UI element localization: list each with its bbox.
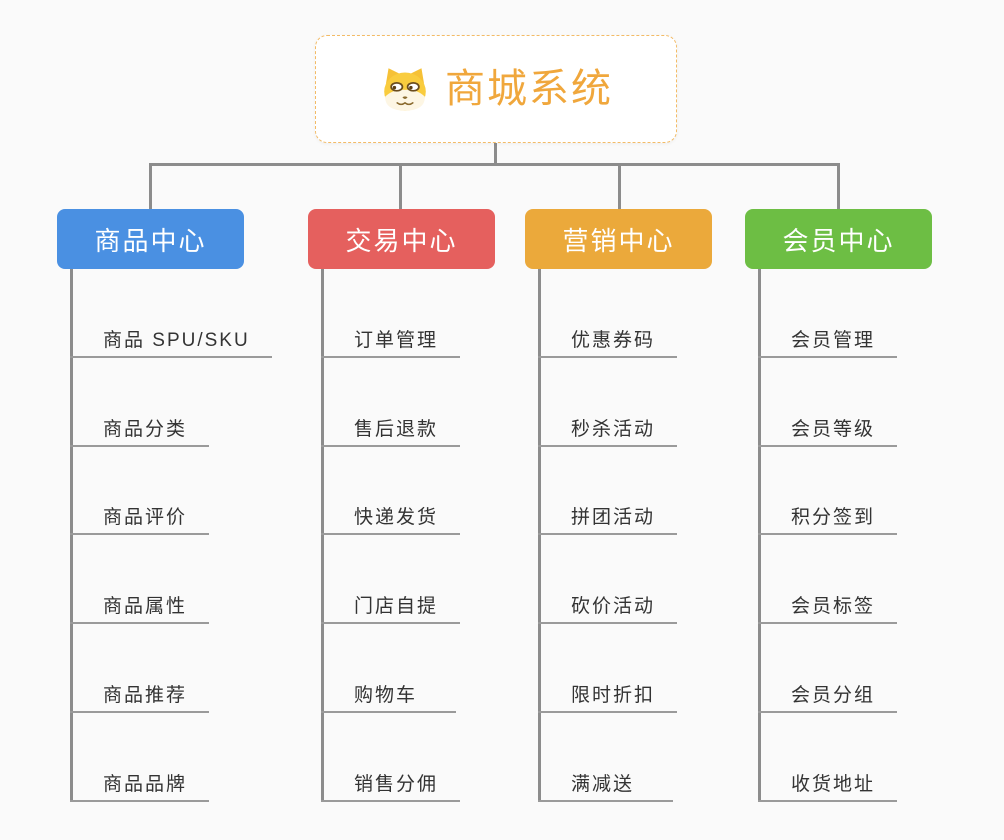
leaf-node-member-tags[interactable]: 会员标签 [758, 588, 898, 624]
leaf-node-goods-spu-sku[interactable]: 商品 SPU/SKU [70, 322, 272, 358]
leaf-node-marketing-group-buy[interactable]: 拼团活动 [538, 499, 678, 535]
leaf-node-marketing-spend-save[interactable]: 满减送 [538, 766, 673, 802]
leaf-node-goods-recommend[interactable]: 商品推荐 [70, 677, 210, 713]
leaf-node-trade-commission[interactable]: 销售分佣 [321, 766, 461, 802]
leaf-node-trade-store-pickup[interactable]: 门店自提 [321, 588, 461, 624]
branch-label: 会员中心 [782, 225, 895, 256]
leaf-node-marketing-flash-sale[interactable]: 秒杀活动 [538, 411, 678, 447]
leaf-node-trade-cart[interactable]: 购物车 [321, 677, 456, 713]
leaf-node-marketing-time-discount[interactable]: 限时折扣 [538, 677, 678, 713]
leaf-node-member-management[interactable]: 会员管理 [758, 322, 898, 358]
connector-horizontal-spine [149, 163, 839, 166]
leaf-node-marketing-bargain[interactable]: 砍价活动 [538, 588, 678, 624]
leaf-node-member-points-checkin[interactable]: 积分签到 [758, 499, 898, 535]
connector-drop-trade [399, 163, 402, 210]
connector-drop-member [837, 163, 840, 210]
leaf-node-goods-brand[interactable]: 商品品牌 [70, 766, 210, 802]
branch-node-marketing-center[interactable]: 营销中心 [525, 209, 712, 269]
connector-root-stem [494, 142, 497, 164]
branch-node-member-center[interactable]: 会员中心 [745, 209, 932, 269]
connector-drop-goods [149, 163, 152, 210]
branch-label: 交易中心 [345, 225, 458, 256]
branch-node-goods-center[interactable]: 商品中心 [57, 209, 244, 269]
branch-node-trade-center[interactable]: 交易中心 [308, 209, 495, 269]
leaf-node-goods-category[interactable]: 商品分类 [70, 411, 210, 447]
leaf-node-member-groups[interactable]: 会员分组 [758, 677, 898, 713]
leaf-node-trade-orders[interactable]: 订单管理 [321, 322, 461, 358]
leaf-node-goods-review[interactable]: 商品评价 [70, 499, 210, 535]
leaf-node-trade-refunds[interactable]: 售后退款 [321, 411, 461, 447]
leaf-node-trade-shipping[interactable]: 快递发货 [321, 499, 461, 535]
root-title: 商城系统 [445, 67, 613, 111]
leaf-node-goods-attribute[interactable]: 商品属性 [70, 588, 210, 624]
branch-label: 商品中心 [94, 225, 207, 256]
connector-drop-marketing [618, 163, 621, 210]
leaf-node-marketing-coupons[interactable]: 优惠券码 [538, 322, 678, 358]
shiba-dog-icon [384, 68, 426, 111]
leaf-node-member-levels[interactable]: 会员等级 [758, 411, 898, 447]
branch-label: 营销中心 [562, 225, 675, 256]
root-node-mall-system[interactable]: 商城系统 [315, 35, 677, 143]
leaf-node-member-address[interactable]: 收货地址 [758, 766, 898, 802]
